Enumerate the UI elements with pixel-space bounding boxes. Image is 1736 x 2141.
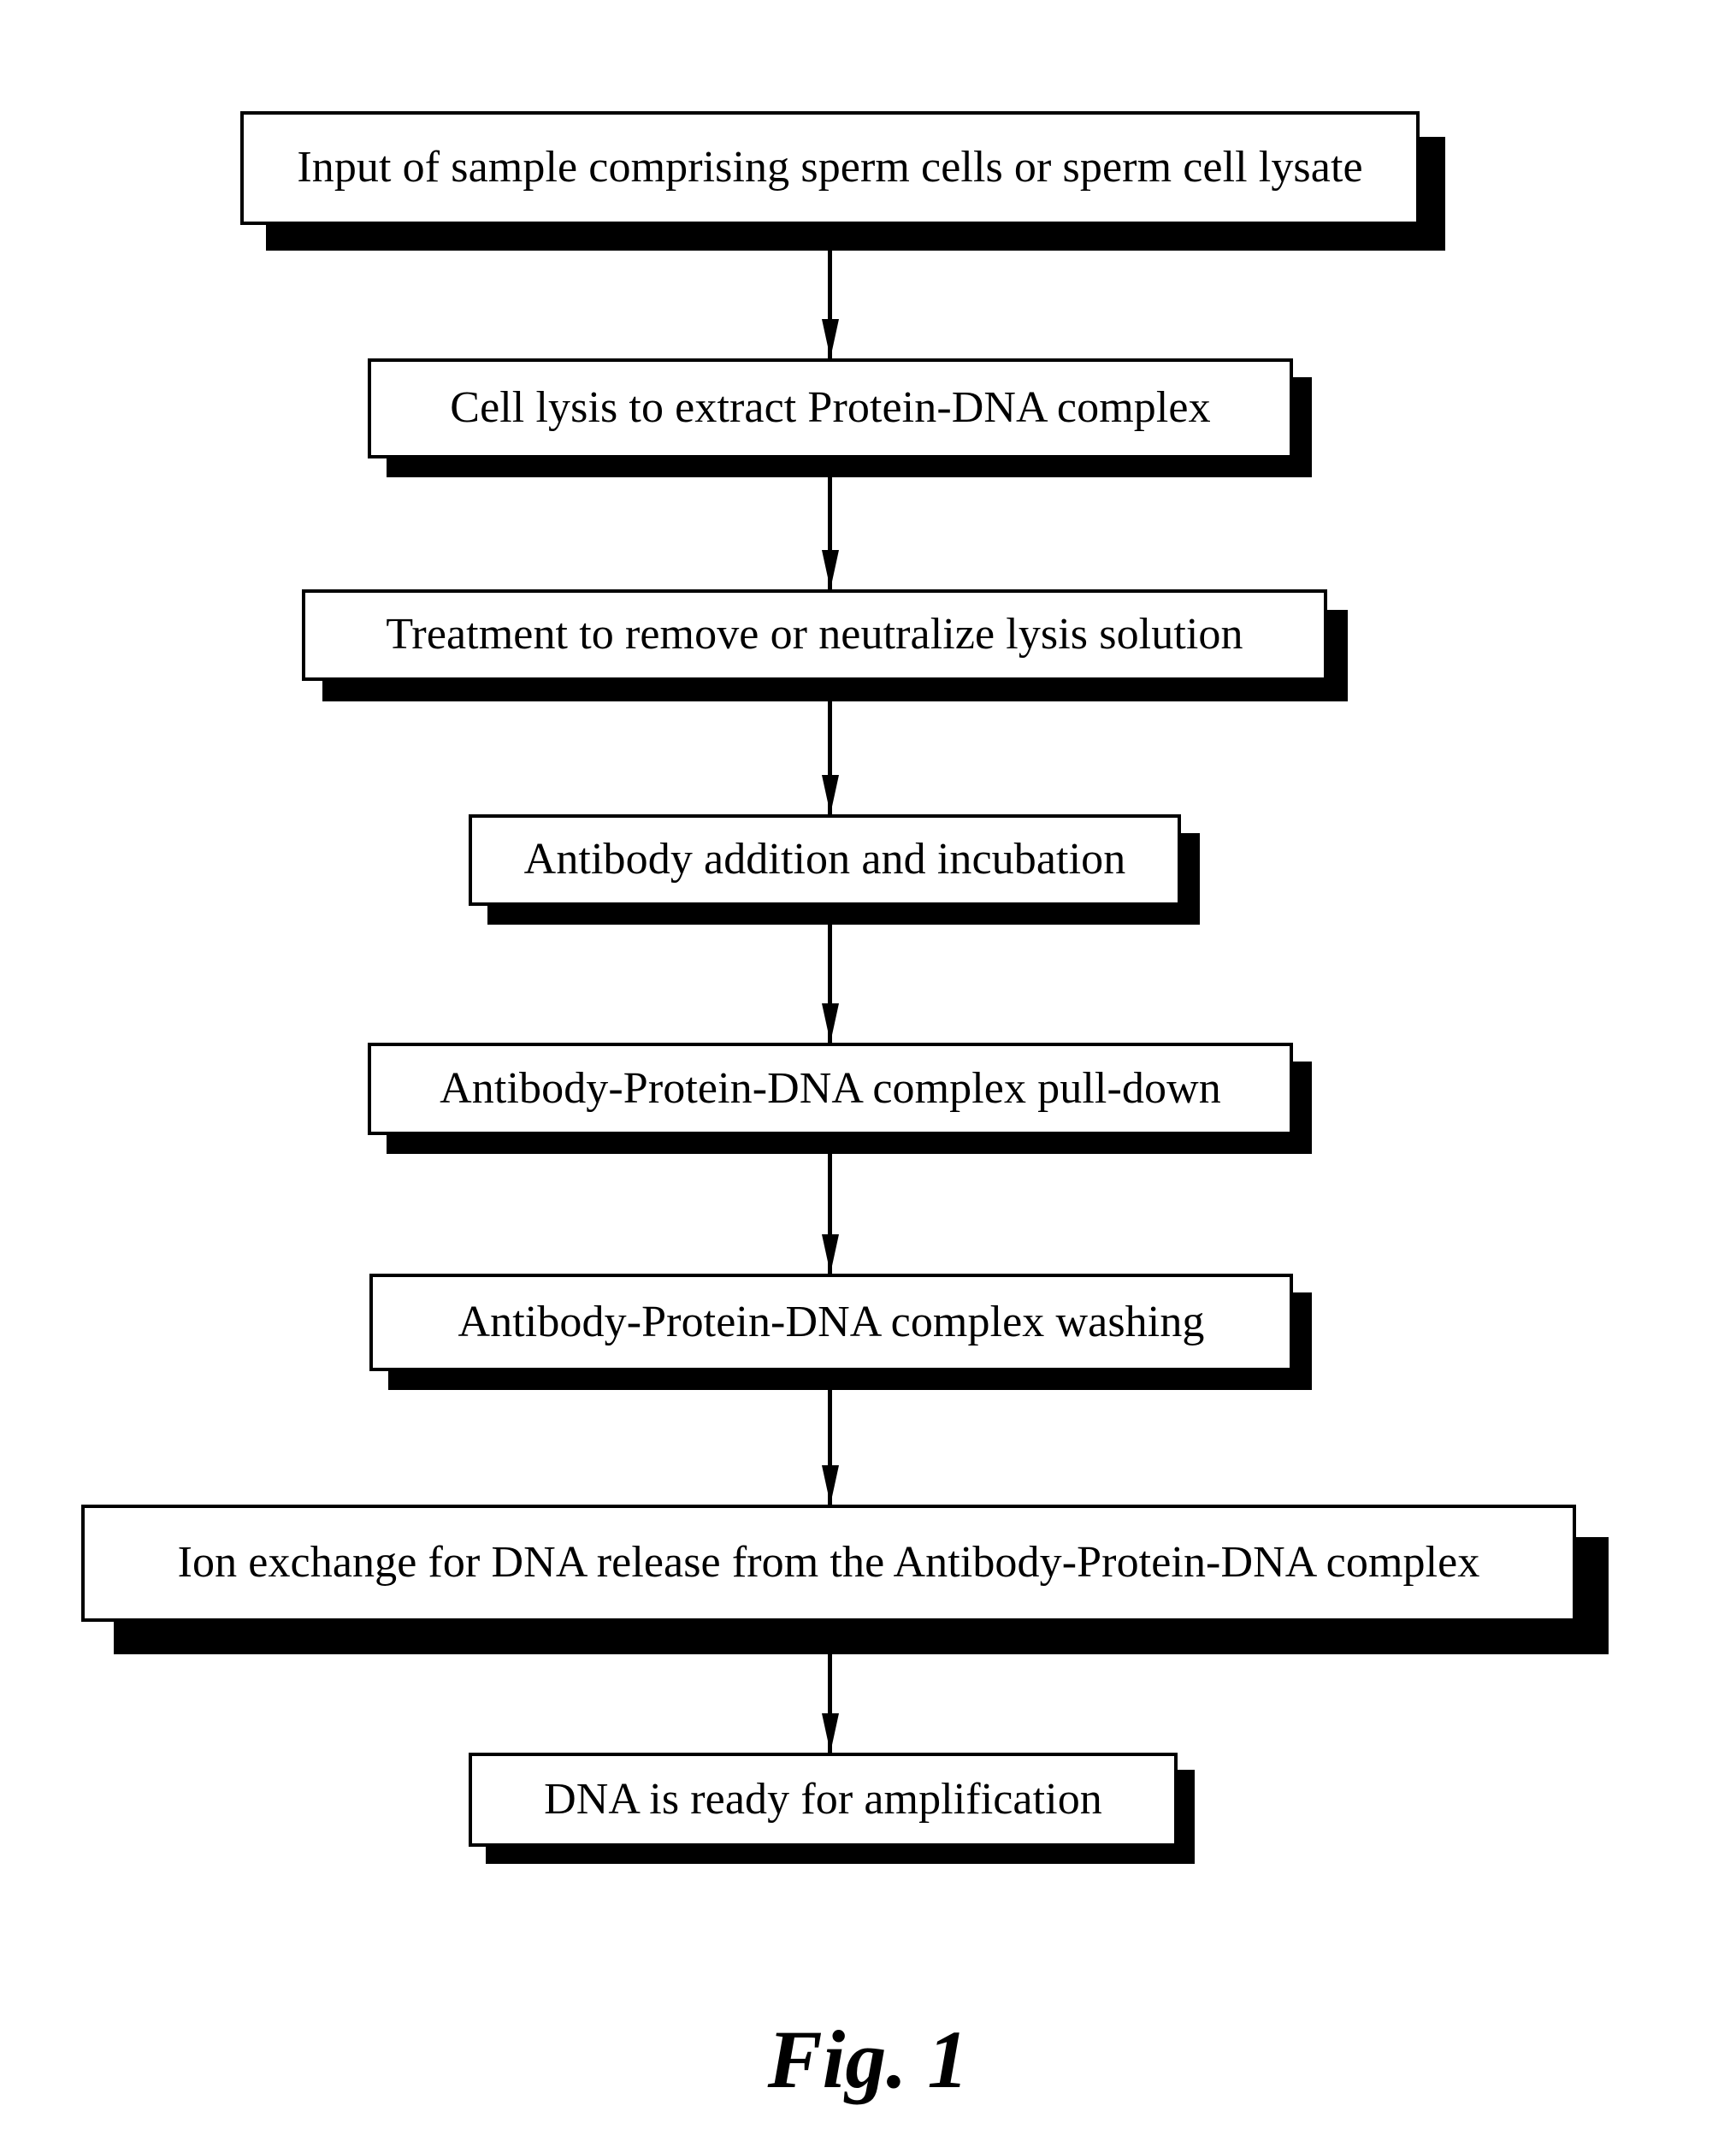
connector-shaft [828, 681, 832, 814]
figure-caption: Fig. 1 [767, 2014, 969, 2105]
flow-node-step-1[interactable]: Input of sample comprising sperm cells o… [240, 111, 1420, 225]
flow-node-label-step-8: DNA is ready for amplification [544, 1774, 1102, 1824]
flow-node-step-5[interactable]: Antibody-Protein-DNA complex pull-down [368, 1043, 1293, 1135]
arrowhead-down-icon [821, 550, 839, 589]
flow-connector-arrow-7-8 [821, 1622, 839, 1753]
flow-node-label-step-5: Antibody-Protein-DNA complex pull-down [440, 1063, 1221, 1113]
arrowhead-down-icon [821, 1713, 839, 1753]
flow-connector-arrow-5-6 [821, 1135, 839, 1274]
arrowhead-down-icon [821, 1234, 839, 1274]
arrowhead-down-icon [821, 775, 839, 814]
flow-node-label-step-3: Treatment to remove or neutralize lysis … [386, 610, 1243, 659]
flow-node-label-step-1: Input of sample comprising sperm cells o… [297, 143, 1363, 192]
connector-shaft [828, 906, 832, 1043]
arrowhead-down-icon [821, 1465, 839, 1505]
flow-node-step-7[interactable]: Ion exchange for DNA release from the An… [81, 1505, 1576, 1622]
connector-shaft [828, 1622, 832, 1753]
flow-connector-arrow-1-2 [821, 225, 839, 358]
flow-node-step-6[interactable]: Antibody-Protein-DNA complex washing [369, 1274, 1293, 1371]
flow-connector-arrow-2-3 [821, 458, 839, 589]
connector-shaft [828, 1135, 832, 1274]
flow-node-step-3[interactable]: Treatment to remove or neutralize lysis … [302, 589, 1327, 681]
arrowhead-down-icon [821, 1003, 839, 1043]
flow-node-label-step-6: Antibody-Protein-DNA complex washing [458, 1297, 1205, 1346]
arrowhead-down-icon [821, 319, 839, 358]
flow-connector-arrow-6-7 [821, 1371, 839, 1505]
flow-connector-arrow-3-4 [821, 681, 839, 814]
flow-node-label-step-4: Antibody addition and incubation [523, 835, 1126, 884]
flow-node-step-2[interactable]: Cell lysis to extract Protein-DNA comple… [368, 358, 1293, 458]
flow-node-label-step-7: Ion exchange for DNA release from the An… [177, 1538, 1480, 1588]
connector-shaft [828, 225, 832, 358]
connector-shaft [828, 1371, 832, 1505]
flow-node-step-8[interactable]: DNA is ready for amplification [469, 1753, 1178, 1847]
connector-shaft [828, 458, 832, 589]
flow-connector-arrow-4-5 [821, 906, 839, 1043]
flow-node-label-step-2: Cell lysis to extract Protein-DNA comple… [450, 383, 1211, 433]
flow-node-step-4[interactable]: Antibody addition and incubation [469, 814, 1181, 906]
